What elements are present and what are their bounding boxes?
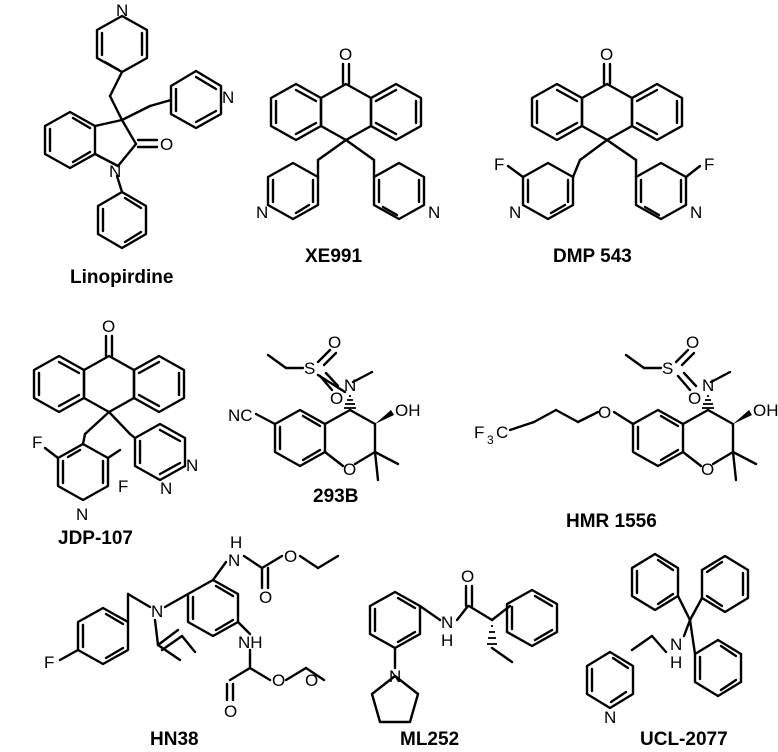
atom-label: O	[305, 671, 318, 690]
structure-ucl2077: N H N UCL-2077	[585, 552, 750, 750]
compound-label: Linopirdine	[70, 267, 173, 288]
atom-label: N	[428, 203, 440, 222]
atom-label: S	[662, 359, 673, 378]
compound-label: DMP 543	[553, 246, 632, 267]
atom-label: O	[330, 389, 343, 408]
atom-label: O	[272, 671, 285, 690]
structure-293b: S O O N OH NC O 293B	[228, 333, 421, 507]
atom-label: NC	[228, 406, 253, 425]
structure-dmp543: O F N N F DMP 543	[494, 45, 714, 267]
compound-label: ML252	[400, 729, 459, 750]
atom-label: N	[389, 667, 401, 686]
atom-label: O	[224, 702, 237, 721]
atom-label: O	[339, 45, 352, 64]
atom-label: O	[688, 389, 701, 408]
atom-label: N	[604, 708, 616, 727]
atom-label: F	[118, 477, 128, 496]
structure-linopirdine: N N O N Linopirdine	[43, 1, 234, 288]
atom-label: O	[102, 317, 115, 336]
atom-label: H	[441, 631, 453, 650]
compound-label: JDP-107	[58, 528, 133, 549]
atom-label: F	[474, 423, 484, 442]
atom-label: NH	[238, 633, 263, 652]
atom-label: O	[284, 547, 297, 566]
atom-label: O	[328, 333, 341, 352]
atom-label: N	[186, 456, 198, 475]
compound-label: HN38	[150, 729, 199, 750]
atom-label: N	[228, 551, 240, 570]
atom-label: N	[256, 203, 268, 222]
atom-label: OH	[395, 401, 421, 420]
structure-ml252: O N H N ML252	[368, 567, 559, 750]
structure-hmr1556: S O O N OH F 3 C O O HMR 1556	[474, 333, 778, 532]
atom-label: O	[686, 333, 699, 352]
atom-label: F	[32, 433, 42, 452]
compound-label: UCL-2077	[640, 729, 728, 750]
structure-hn38: H N O O O NH F N O O HN38	[44, 533, 340, 750]
atom-label: O	[461, 567, 474, 586]
atom-label: N	[109, 162, 121, 181]
atom-label: N	[222, 88, 234, 107]
atom-label: N	[160, 479, 172, 498]
atom-label: O	[600, 45, 613, 64]
atom-label: H	[670, 653, 682, 672]
atom-label: O	[598, 403, 611, 422]
atom-label: N	[116, 1, 128, 20]
compound-label: 293B	[313, 486, 358, 507]
compound-label: HMR 1556	[566, 511, 657, 532]
atom-label: N	[151, 602, 163, 621]
atom-label: N	[702, 376, 714, 395]
atom-label: N	[509, 203, 521, 222]
atom-label: O	[343, 460, 356, 479]
atom-label: H	[230, 533, 242, 552]
atom-label: C	[496, 423, 508, 442]
atom-label: N	[76, 505, 88, 524]
atom-label: 3	[487, 433, 494, 447]
atom-label: N	[441, 613, 453, 632]
atom-label: F	[44, 653, 54, 672]
atom-label: O	[701, 460, 714, 479]
atom-label: OH	[753, 401, 778, 420]
atom-label: F	[704, 155, 714, 174]
atom-label: S	[304, 359, 315, 378]
structure-xe991: O N N XE991	[256, 45, 440, 267]
atom-label: O	[160, 135, 173, 154]
atom-label: N	[670, 635, 682, 654]
atom-label: N	[690, 203, 702, 222]
structure-jdp107: O F F N N N JDP-107	[32, 317, 198, 549]
atom-label: F	[494, 155, 504, 174]
compound-label: XE991	[305, 246, 362, 267]
atom-label: O	[259, 588, 272, 607]
atom-label: N	[344, 376, 356, 395]
